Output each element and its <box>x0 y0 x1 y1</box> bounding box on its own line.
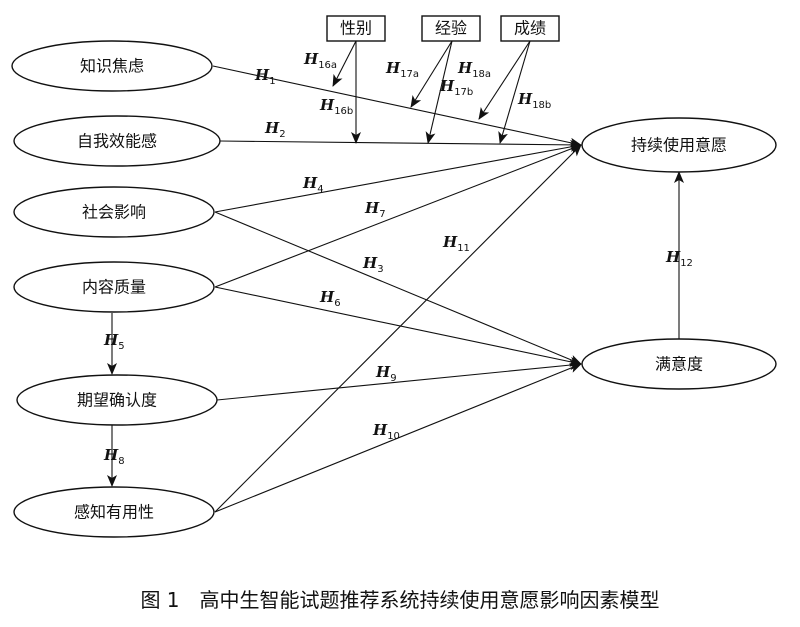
hyp-label-h4: H4 <box>302 174 324 195</box>
moderator-performance-box <box>500 15 560 42</box>
edge-h4 <box>214 142 582 213</box>
edge-h6 <box>214 286 582 367</box>
hyp-label-h10: H10 <box>372 421 400 442</box>
edge-h1 <box>212 65 582 148</box>
node-social-influence <box>13 186 215 238</box>
hyp-label-h1: H1 <box>254 66 276 87</box>
hyp-label-h17b: H17b <box>439 77 473 98</box>
label-knowledge-anxiety: 知识焦虑 <box>80 57 144 76</box>
hyp-label-h9: H9 <box>375 363 397 384</box>
label-experience: 经验 <box>435 19 467 38</box>
edge-h16a <box>332 40 357 87</box>
edge-h17a <box>410 40 453 108</box>
edge-h11 <box>214 144 582 513</box>
node-continuance-intention <box>581 117 777 173</box>
edge-h18a <box>478 40 531 120</box>
hyp-label-h12: H12 <box>665 248 693 269</box>
node-content-quality <box>13 261 215 313</box>
hyp-label-h8: H8 <box>103 446 125 467</box>
moderator-experience-box <box>421 15 481 42</box>
node-satisfaction <box>581 338 777 390</box>
hyp-label-h7: H7 <box>364 199 386 220</box>
hyp-label-h18b: H18b <box>517 90 551 111</box>
edge-h9 <box>216 360 582 401</box>
label-social-influence: 社会影响 <box>82 203 146 222</box>
label-perceived-usefulness: 感知有用性 <box>74 503 154 522</box>
label-self-efficacy: 自我效能感 <box>77 132 157 151</box>
hyp-label-h16a: H16a <box>303 50 337 71</box>
hyp-label-h6: H6 <box>319 288 341 309</box>
label-satisfaction: 满意度 <box>655 355 703 374</box>
edge-h10 <box>214 363 582 513</box>
node-self-efficacy <box>13 115 221 167</box>
label-performance: 成绩 <box>514 19 546 38</box>
label-continuance-intention: 持续使用意愿 <box>631 136 727 155</box>
hyp-label-h3: H3 <box>362 254 384 275</box>
node-expectation-confirmation <box>16 374 218 426</box>
edge-h3 <box>214 211 582 365</box>
hyp-label-h17a: H17a <box>385 59 419 80</box>
label-expectation-confirmation: 期望确认度 <box>77 391 157 410</box>
hyp-label-h18a: H18a <box>457 59 491 80</box>
hyp-label-h5: H5 <box>103 331 125 352</box>
moderator-gender-box <box>326 15 386 42</box>
label-content-quality: 内容质量 <box>82 278 146 297</box>
figure-caption: 图 1 高中生智能试题推荐系统持续使用意愿影响因素模型 <box>140 588 659 612</box>
edge-h2 <box>219 139 582 150</box>
edge-h7 <box>214 144 582 288</box>
edge-h17b <box>425 40 453 144</box>
hyp-label-h11: H11 <box>442 233 470 254</box>
node-perceived-usefulness <box>13 486 215 538</box>
node-knowledge-anxiety <box>11 40 213 92</box>
label-gender: 性别 <box>340 19 372 38</box>
hyp-label-h16b: H16b <box>319 96 353 117</box>
hyp-label-h2: H2 <box>264 119 286 140</box>
edge-h18b <box>498 40 531 144</box>
